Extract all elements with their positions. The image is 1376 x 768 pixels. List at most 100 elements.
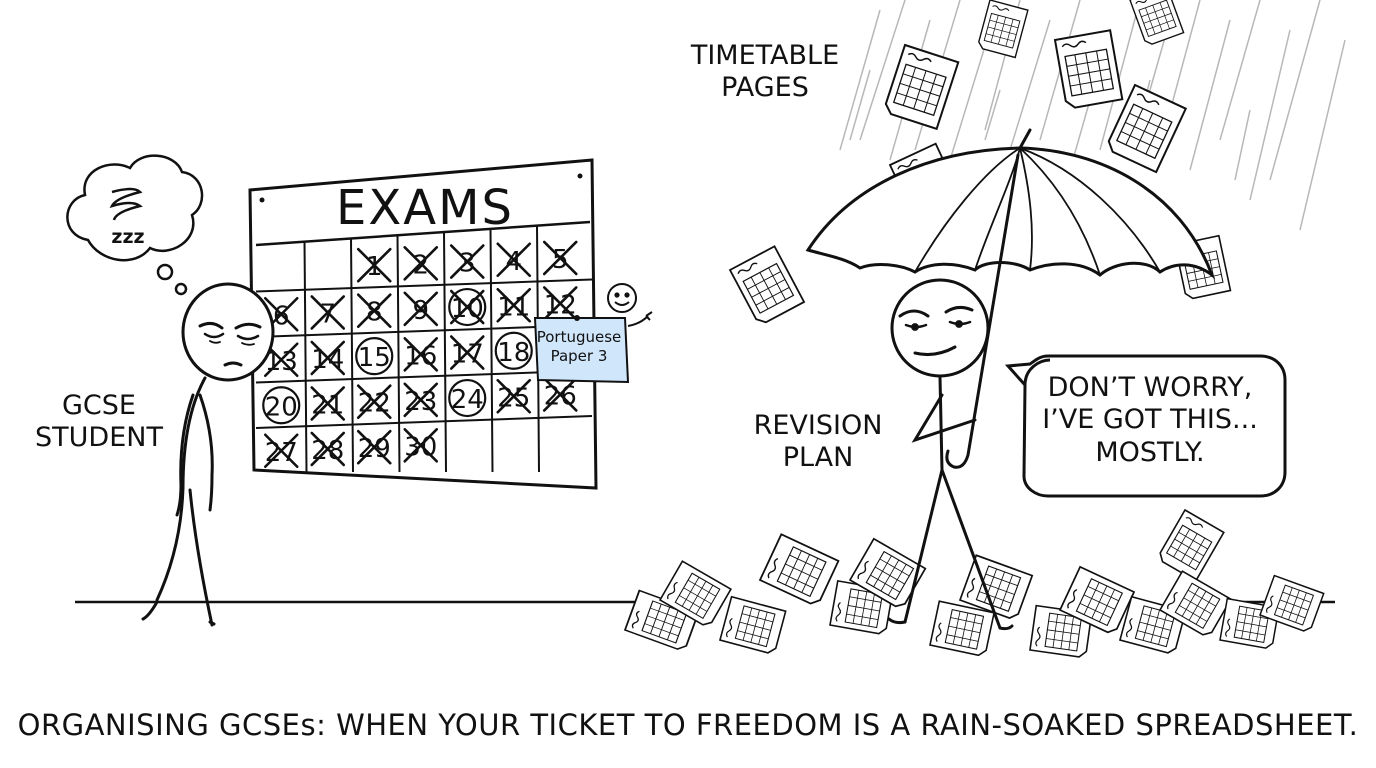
calendar-day-number: 5 (552, 245, 569, 275)
calendar-day: 3 (449, 244, 485, 279)
calendar-day: 16 (403, 337, 439, 372)
pile-page (719, 595, 787, 656)
calendar-row-line (255, 369, 593, 384)
calendar-column-line (443, 231, 447, 473)
timetable-pages-label: TIMETABLE PAGES (650, 40, 880, 105)
calendar-day: 23 (403, 382, 439, 418)
calendar-day: 27 (263, 433, 299, 469)
soggy-paper-pile (624, 533, 1325, 659)
speech-bubble-text: DON’T WORRY, I’VE GOT THIS... MOSTLY. (1030, 372, 1270, 469)
calendar-day-number: 15 (358, 343, 391, 373)
revision-plan-figure (805, 128, 1216, 631)
calendar-day: 11 (496, 287, 532, 323)
day-cross-mark (449, 244, 485, 279)
calendar-title: EXAMS (336, 180, 514, 236)
calendar-column-line (396, 234, 401, 473)
calendar-day: 14 (310, 340, 346, 376)
sticky-note-line: Portuguese (536, 328, 622, 346)
calendar-day-number: 20 (265, 392, 298, 422)
day-circle-mark (355, 337, 394, 376)
falling-page (882, 44, 960, 130)
calendar-column-line (350, 237, 354, 473)
revision-label-line: PLAN (782, 442, 854, 474)
calendar-column-line (489, 228, 494, 473)
calendar-day-number: 18 (497, 338, 530, 368)
calendar-day: 9 (403, 291, 439, 327)
calendar-day: 1 (356, 247, 392, 283)
calendar-day-number: 6 (273, 301, 290, 331)
tired-student-figure (141, 282, 275, 627)
day-cross-mark (403, 428, 439, 463)
umbrella-shaft (945, 153, 1020, 469)
day-cross-mark (496, 242, 532, 278)
calendar-day-number: 2 (412, 250, 429, 280)
timetable-label-line: PAGES (721, 72, 809, 104)
thought-bubble (66, 154, 204, 296)
day-cross-mark (542, 377, 578, 412)
calendar-day: 2 (403, 246, 439, 281)
calendar-day-number: 9 (412, 296, 429, 326)
gcse-student-label: GCSE STUDENT (14, 390, 184, 455)
calendar-day: 17 (449, 335, 485, 370)
day-circle-mark (494, 331, 533, 370)
calendar-day: 25 (496, 378, 532, 414)
sticky-note-text: Portuguese Paper 3 (534, 328, 624, 366)
day-cross-mark (403, 337, 439, 372)
thought-bubble-text: zzz (111, 226, 145, 248)
day-cross-mark (356, 247, 392, 283)
day-cross-mark (403, 382, 439, 418)
day-cross-mark (356, 384, 392, 419)
revision-plan-label: REVISION PLAN (728, 410, 908, 475)
calendar-day: 24 (448, 378, 487, 418)
student-label-line: STUDENT (35, 422, 163, 454)
calendar-row-line (255, 415, 593, 429)
comic-caption: ORGANISING GCSEs: WHEN YOUR TICKET TO FR… (17, 708, 1359, 742)
sticky-note-line: Paper 3 (550, 346, 608, 365)
calendar-day: 8 (356, 293, 392, 328)
calendar-day: 10 (448, 287, 487, 327)
falling-page (1054, 29, 1124, 110)
calendar-day-number: 8 (366, 298, 383, 328)
day-cross-mark (356, 429, 392, 465)
calendar-day: 20 (262, 386, 301, 425)
day-cross-mark (310, 340, 346, 376)
calendar-day-number: 1 (366, 252, 383, 282)
day-cross-mark (496, 287, 532, 323)
calendar-day: 18 (494, 331, 533, 370)
calendar-day-number: 3 (459, 249, 476, 279)
day-cross-mark (263, 433, 299, 469)
day-cross-mark (310, 295, 346, 330)
calendar-day: 28 (310, 431, 346, 467)
calendar-day-number: 24 (451, 385, 484, 415)
speech-line: I’VE GOT THIS... (1042, 404, 1258, 436)
speech-line: MOSTLY. (1095, 436, 1205, 468)
timetable-label-line: TIMETABLE (690, 40, 840, 71)
day-circle-mark (448, 287, 487, 327)
calendar-day: 22 (356, 384, 392, 419)
sticky-note (533, 315, 630, 384)
day-cross-mark (356, 293, 392, 328)
student-label-line: GCSE (62, 390, 136, 421)
day-circle-mark (448, 378, 487, 418)
day-cross-mark (449, 289, 485, 325)
falling-page (729, 245, 805, 327)
calendar-day: 26 (542, 377, 578, 412)
day-cross-mark (403, 291, 439, 327)
falling-page (976, 0, 1029, 59)
calendar-day: 29 (356, 429, 392, 465)
pile-page (759, 533, 840, 608)
calendar-day: 15 (355, 337, 394, 376)
calendar-day: 4 (496, 242, 532, 278)
day-cross-mark (403, 246, 439, 281)
calendar-day: 21 (310, 386, 346, 421)
calendar-grid (255, 225, 593, 473)
calendar-day-number: 7 (319, 299, 336, 329)
falling-page (1129, 0, 1185, 47)
revision-label-line: REVISION (753, 410, 883, 441)
speech-line: DON’T WORRY, (1047, 372, 1253, 403)
calendar-day: 12 (542, 286, 578, 321)
day-cross-mark (496, 378, 532, 414)
